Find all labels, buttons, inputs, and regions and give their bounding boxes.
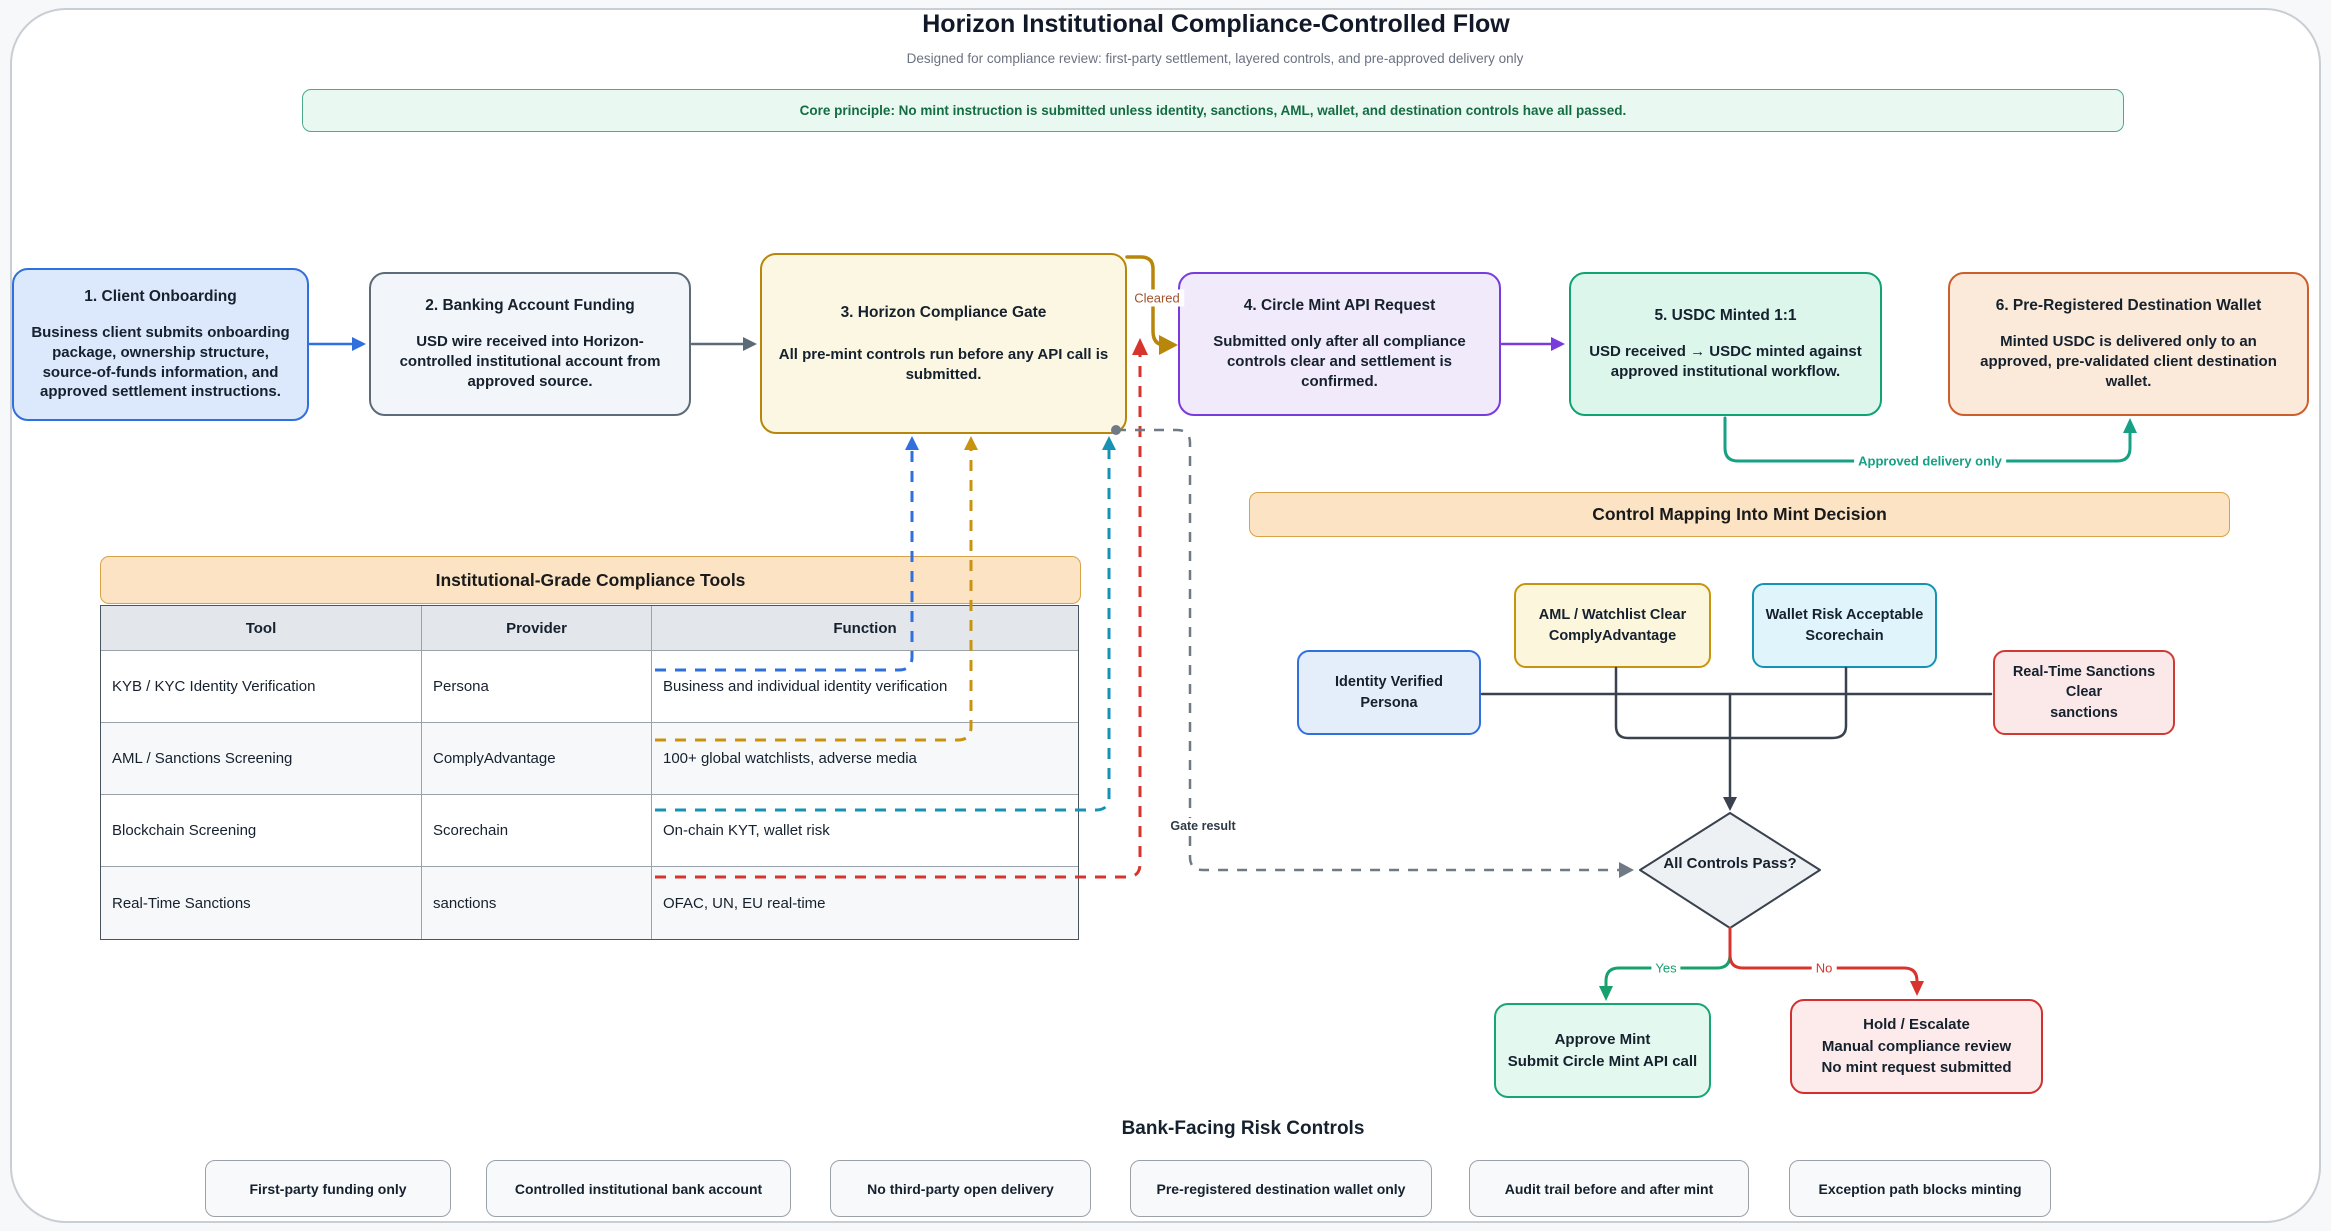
- table-cell-tool: Real-Time Sanctions: [101, 867, 422, 939]
- flow-step-title: 3. Horizon Compliance Gate: [840, 303, 1047, 321]
- flow-step-title: 1. Client Onboarding: [84, 287, 237, 305]
- column-header-function: Function: [652, 606, 1078, 651]
- core-principle-banner: Core principle: No mint instruction is s…: [302, 89, 2124, 132]
- risk-controls-title: Bank-Facing Risk Controls: [1121, 1118, 1365, 1139]
- control-mapping-title: Control Mapping Into Mint Decision: [1249, 492, 2230, 537]
- column-header-provider: Provider: [422, 606, 652, 651]
- edge-label-yes: Yes: [1651, 959, 1681, 977]
- flow-step-compliance-gate: 3. Horizon Compliance Gate All pre-mint …: [760, 253, 1127, 434]
- edge-label-approved-delivery: Approved delivery only: [1854, 452, 2006, 470]
- flow-step-body: USD received → USDC minted against appro…: [1589, 343, 1862, 381]
- table-cell-provider: Persona: [422, 651, 652, 723]
- edge-label-cleared: Cleared: [1130, 289, 1184, 307]
- edge-label-gate-result: Gate result: [1166, 818, 1240, 834]
- risk-control-pill: Audit trail before and after mint: [1469, 1160, 1749, 1217]
- decision-label: All Controls Pass?: [1663, 855, 1797, 872]
- approve-node-line: Approve Mint: [1554, 1030, 1651, 1048]
- control-node-sanctions: Real-Time Sanctions Clear sanctions: [1993, 650, 2175, 735]
- edge-label-no: No: [1811, 959, 1837, 977]
- control-node-wallet: Wallet Risk Acceptable Scorechain: [1752, 583, 1937, 668]
- table-cell-tool: KYB / KYC Identity Verification: [101, 651, 422, 723]
- control-node-line: Real-Time Sanctions: [2012, 664, 2156, 681]
- table-cell-function: OFAC, UN, EU real-time: [652, 867, 1078, 939]
- risk-control-pill: Controlled institutional bank account: [486, 1160, 791, 1217]
- table-cell-function: On-chain KYT, wallet risk: [652, 795, 1078, 867]
- column-header-tool: Tool: [101, 606, 422, 651]
- table-cell-provider: sanctions: [422, 867, 652, 939]
- flow-step-title: 2. Banking Account Funding: [425, 297, 635, 315]
- risk-control-pill: Pre-registered destination wallet only: [1130, 1160, 1432, 1217]
- flow-step-body: Business client submits onboarding packa…: [31, 323, 290, 401]
- table-cell-function: Business and individual identity verific…: [652, 651, 1078, 723]
- flow-step-title: 5. USDC Minted 1:1: [1654, 307, 1797, 325]
- control-node-line: Scorechain: [1805, 627, 1884, 644]
- flow-step-title: 6. Pre-Registered Destination Wallet: [1995, 297, 2262, 315]
- page-title: Horizon Institutional Compliance-Control…: [922, 10, 1510, 38]
- approve-node-line: Submit Circle Mint API call: [1507, 1052, 1698, 1070]
- flow-step-client-onboarding: 1. Client Onboarding Business client sub…: [12, 268, 309, 421]
- table-cell-tool: Blockchain Screening: [101, 795, 422, 867]
- control-node-identity: Identity Verified Persona: [1297, 650, 1481, 735]
- hold-node-line: Manual compliance review: [1821, 1037, 2012, 1055]
- risk-control-pill: First-party funding only: [205, 1160, 451, 1217]
- control-node-line: Persona: [1360, 694, 1418, 711]
- flow-step-body: All pre-mint controls run before any API…: [778, 345, 1109, 383]
- page-subtitle: Designed for compliance review: first-pa…: [906, 51, 1524, 66]
- hold-node-line: No mint request submitted: [1821, 1059, 2012, 1077]
- hold-node-line: Hold / Escalate: [1863, 1015, 1970, 1033]
- flow-step-body: Minted USDC is delivered only to an appr…: [1980, 333, 2277, 390]
- control-node-line: Wallet Risk Acceptable: [1765, 607, 1924, 624]
- flow-step-body: USD wire received into Horizon-controlle…: [399, 333, 661, 390]
- table-cell-function: 100+ global watchlists, adverse media: [652, 723, 1078, 795]
- flow-step-circle-mint-request: 4. Circle Mint API Request Submitted onl…: [1178, 272, 1501, 416]
- table-cell-tool: AML / Sanctions Screening: [101, 723, 422, 795]
- control-node-line: Identity Verified: [1335, 674, 1443, 691]
- approve-mint-node: Approve Mint Submit Circle Mint API call: [1494, 1003, 1711, 1098]
- flow-step-destination-wallet: 6. Pre-Registered Destination Wallet Min…: [1948, 272, 2309, 416]
- flow-step-usdc-minted: 5. USDC Minted 1:1 USD received → USDC m…: [1569, 272, 1882, 416]
- control-node-line: ComplyAdvantage: [1548, 627, 1677, 644]
- table-cell-provider: Scorechain: [422, 795, 652, 867]
- compliance-tools-table: Tool Provider Function KYB / KYC Identit…: [100, 605, 1079, 940]
- hold-escalate-node: Hold / Escalate Manual compliance review…: [1790, 999, 2043, 1094]
- flow-step-title: 4. Circle Mint API Request: [1243, 297, 1436, 315]
- flow-step-banking-funding: 2. Banking Account Funding USD wire rece…: [369, 272, 691, 416]
- table-cell-provider: ComplyAdvantage: [422, 723, 652, 795]
- control-node-line: sanctions: [2050, 704, 2118, 721]
- control-node-aml: AML / Watchlist Clear ComplyAdvantage: [1514, 583, 1711, 668]
- tools-table-title: Institutional-Grade Compliance Tools: [100, 556, 1081, 604]
- control-node-line: Clear: [2065, 684, 2103, 701]
- risk-control-pill: No third-party open delivery: [830, 1160, 1091, 1217]
- risk-control-pill: Exception path blocks minting: [1789, 1160, 2051, 1217]
- flow-step-body: Submitted only after all compliance cont…: [1213, 333, 1466, 390]
- control-node-line: AML / Watchlist Clear: [1538, 607, 1687, 624]
